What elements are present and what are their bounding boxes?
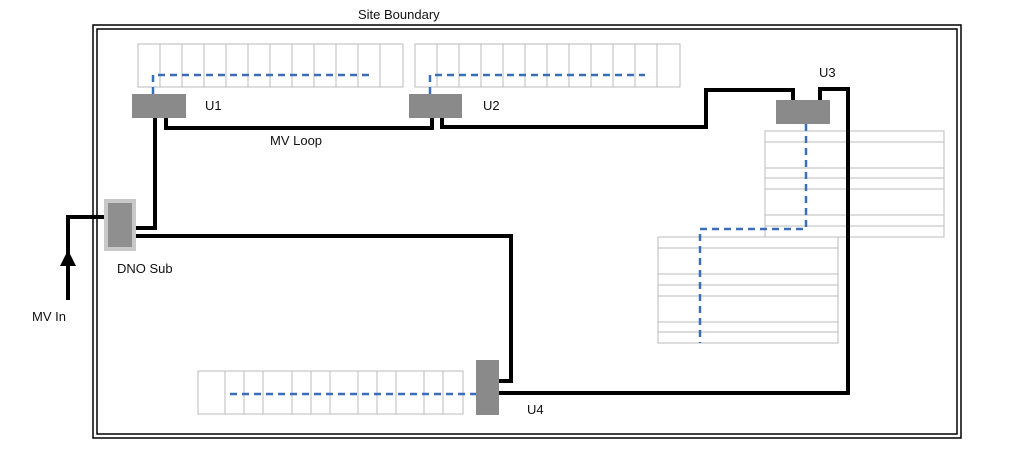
site-boundary-inner [96, 28, 958, 435]
u3-label: U3 [819, 65, 836, 80]
cable-u2-to-u3 [440, 88, 795, 129]
mv-in-arrow-icon [60, 250, 76, 266]
panel-array-u1 [137, 43, 404, 88]
site-boundary-label: Site Boundary [358, 7, 440, 22]
cable-dno-to-u1 [136, 118, 157, 230]
dc-string-u2 [428, 73, 645, 94]
panel-array-u3-lower [657, 236, 839, 344]
mv-loop-label: MV Loop [270, 133, 322, 148]
panel-array-u3-upper [764, 130, 945, 238]
unit-u4 [476, 360, 499, 415]
unit-u1 [132, 94, 186, 118]
mv-in-cable [66, 215, 104, 300]
unit-u3 [776, 100, 830, 124]
cable-dno-to-u4 [136, 234, 513, 383]
dno-substation [108, 203, 132, 247]
u2-label: U2 [483, 98, 500, 113]
cable-u1-to-u2 [164, 118, 434, 130]
dno-sub-label: DNO Sub [117, 261, 173, 276]
dc-string-u1 [151, 73, 372, 94]
cable-u3-to-u4 [499, 87, 850, 395]
site-boundary-outer [92, 24, 962, 439]
u4-label: U4 [527, 402, 544, 417]
mv-in-label: MV In [32, 309, 66, 324]
unit-u2 [409, 94, 462, 118]
panel-array-u2 [414, 43, 681, 88]
u1-label: U1 [205, 98, 222, 113]
panel-array-u4 [197, 370, 464, 415]
dc-string-u3 [698, 124, 808, 343]
